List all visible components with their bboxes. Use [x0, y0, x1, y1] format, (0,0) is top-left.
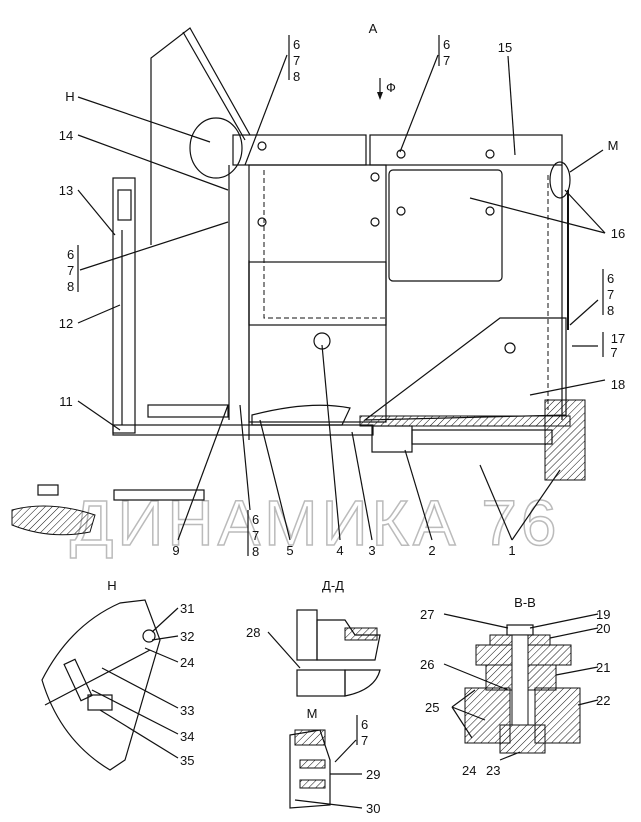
main-view-labels: А Ф Н 14 13 12 11 15 М 16 17 7 18 9 5 4 … [59, 21, 625, 559]
callout-14: 14 [59, 128, 73, 143]
callout-11: 11 [59, 394, 73, 409]
callout-33: 33 [180, 703, 194, 718]
detail-m-title: М [307, 706, 318, 721]
detail-dd: Д-Д 28 [246, 578, 381, 697]
callout-26: 26 [420, 657, 434, 672]
callout-21: 21 [596, 660, 610, 675]
stack-left-678-7: 7 [67, 263, 74, 278]
arrow-label: Ф [386, 80, 396, 95]
stack-left-678-6: 6 [67, 247, 74, 262]
callout-19: 19 [596, 607, 610, 622]
stack-top-678-8: 8 [293, 69, 300, 84]
stack-top-678-6: 6 [293, 37, 300, 52]
callout-34: 34 [180, 729, 194, 744]
callout-27: 27 [420, 607, 434, 622]
detail-bb-title: В-В [514, 595, 536, 610]
stack-m-67-7: 7 [361, 733, 368, 748]
callout-30: 30 [366, 801, 380, 816]
callout-5: 5 [286, 543, 293, 558]
callout-32: 32 [180, 629, 194, 644]
view-title-a: А [369, 21, 378, 36]
callout-15: 15 [498, 40, 512, 55]
watermark: ДИНАМИКА 76 [70, 487, 561, 559]
stack-right-678-7: 7 [607, 287, 614, 302]
callout-29: 29 [366, 767, 380, 782]
stack-m-67-6: 6 [361, 717, 368, 732]
callout-35: 35 [180, 753, 194, 768]
stack-bottom-678-8: 8 [252, 544, 259, 559]
callout-31: 31 [180, 601, 194, 616]
stack-left-678-8: 8 [67, 279, 74, 294]
callout-25: 25 [425, 700, 439, 715]
callout-13: 13 [59, 183, 73, 198]
callout-4: 4 [336, 543, 343, 558]
stack-top-67-6: 6 [443, 37, 450, 52]
callout-m: М [608, 138, 619, 153]
callout-24-bb: 24 [462, 763, 476, 778]
callout-20: 20 [596, 621, 610, 636]
stack-bottom-678-6: 6 [252, 512, 259, 527]
detail-h-title: Н [107, 578, 116, 593]
callout-16: 16 [611, 226, 625, 241]
callout-24-h: 24 [180, 655, 194, 670]
callout-3: 3 [368, 543, 375, 558]
detail-dd-title: Д-Д [322, 578, 344, 593]
leader-lines [77, 35, 606, 745]
callout-1: 1 [508, 543, 515, 558]
stack-top-678-7: 7 [293, 53, 300, 68]
stack-right-678-8: 8 [607, 303, 614, 318]
callout-23: 23 [486, 763, 500, 778]
detail-bb: В-В 27 19 20 26 21 25 22 24 23 [420, 595, 610, 778]
callout-28: 28 [246, 625, 260, 640]
callout-9: 9 [172, 543, 179, 558]
callout-h: Н [65, 89, 74, 104]
cab-side-view [11, 27, 586, 536]
callout-18: 18 [611, 377, 625, 392]
stack-top-67-7: 7 [443, 53, 450, 68]
stack-bottom-678-7: 7 [252, 528, 259, 543]
detail-m: М 6 7 29 30 [289, 706, 380, 816]
callout-17-7: 7 [610, 345, 617, 360]
callout-12: 12 [59, 316, 73, 331]
callout-2: 2 [428, 543, 435, 558]
callout-22: 22 [596, 693, 610, 708]
callout-17: 17 [611, 331, 625, 346]
stack-right-678-6: 6 [607, 271, 614, 286]
detail-h: Н 31 32 24 33 34 35 [41, 578, 194, 771]
